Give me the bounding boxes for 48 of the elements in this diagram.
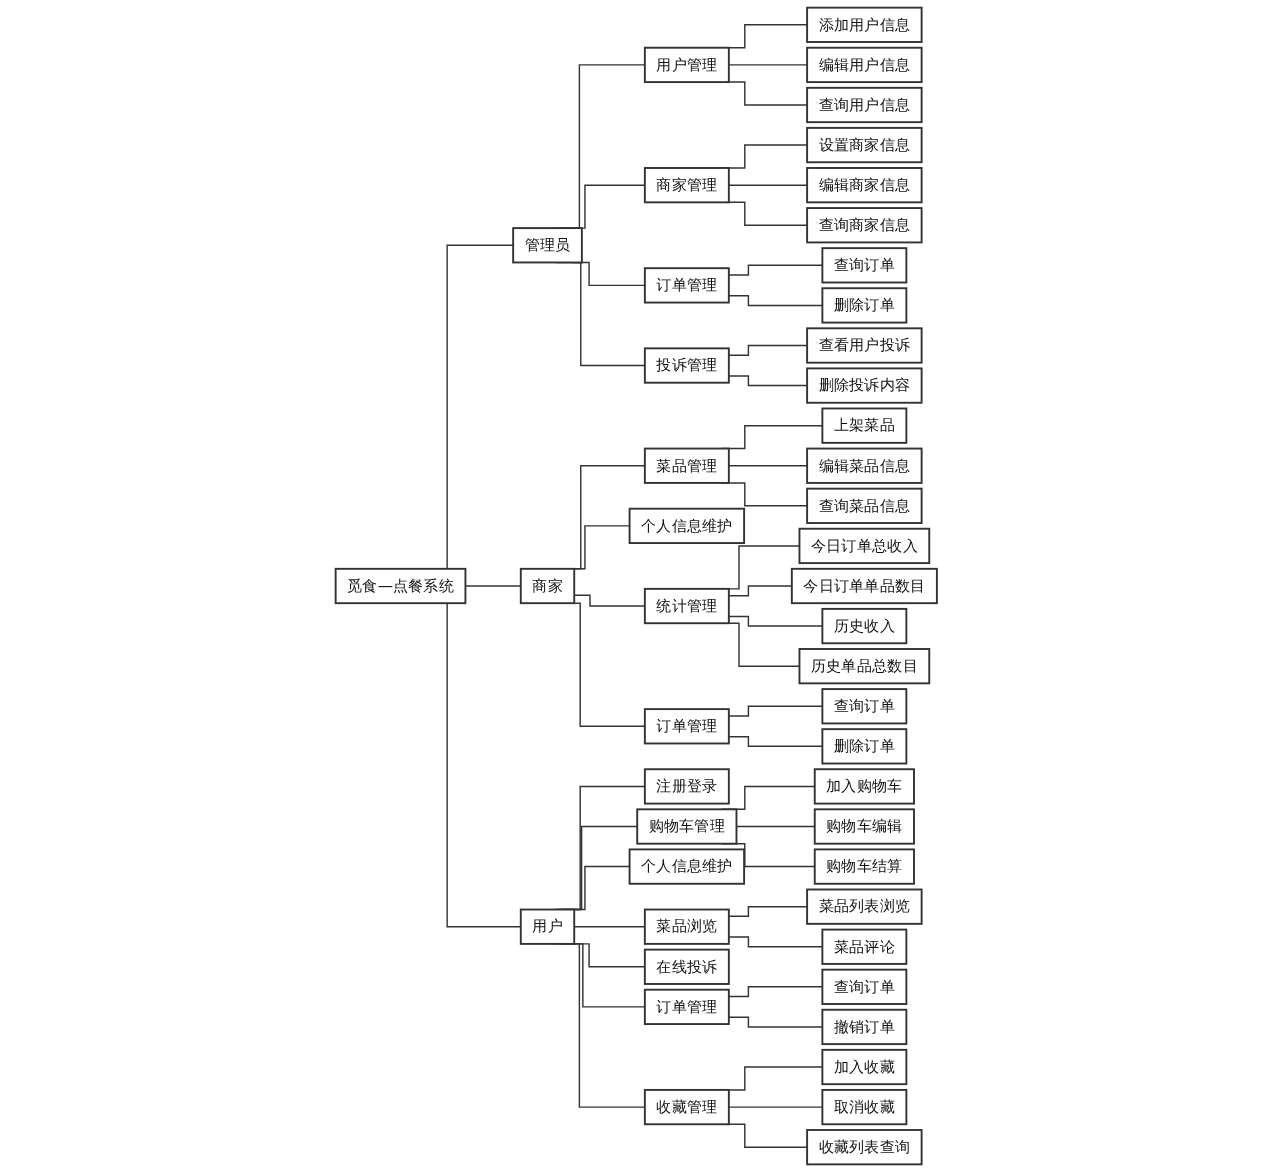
- node-box: 查询订单: [821, 247, 908, 284]
- node-box: 加入收藏: [821, 1048, 908, 1086]
- node-box: 今日订单单品数目: [791, 567, 939, 605]
- node-box: 菜品管理: [644, 447, 731, 484]
- node-box: 统计管理: [644, 587, 731, 625]
- node-box: 注册登录: [644, 768, 731, 805]
- node-box: 订单管理: [644, 988, 731, 1025]
- node-box: 删除投诉内容: [806, 367, 923, 404]
- node-box: 收藏列表查询: [806, 1129, 923, 1166]
- node-box: 查询订单: [821, 688, 908, 725]
- node-box: 历史单品总数目: [798, 648, 931, 685]
- node-box: 查询商家信息: [806, 207, 923, 244]
- node-box: 商家: [520, 567, 576, 605]
- node-box: 编辑用户信息: [806, 46, 923, 84]
- node-box: 用户: [520, 908, 576, 945]
- node-box: 购物车编辑: [814, 808, 916, 845]
- node-box: 用户管理: [644, 46, 731, 84]
- node-box: 撤销订单: [821, 1008, 908, 1046]
- node-box: 个人信息维护: [628, 848, 746, 885]
- node-box: 订单管理: [644, 267, 731, 304]
- node-box: 个人信息维护: [628, 507, 746, 544]
- node-box: 查询订单: [821, 968, 908, 1005]
- node-box: 购物车管理: [636, 808, 738, 845]
- node-box: 编辑商家信息: [806, 167, 923, 204]
- node-box: 购物车结算: [814, 848, 916, 885]
- node-box: 编辑菜品信息: [806, 447, 923, 484]
- node-box: 设置商家信息: [806, 126, 923, 164]
- node-box: 取消收藏: [821, 1088, 908, 1126]
- node-box: 今日订单总收入: [798, 527, 931, 565]
- node-box: 收藏管理: [644, 1088, 731, 1126]
- node-box: 查看用户投诉: [806, 327, 923, 364]
- node-box: 菜品列表浏览: [806, 888, 923, 925]
- node-box: 添加用户信息: [806, 6, 923, 43]
- node-box: 觅食—点餐系统: [334, 567, 467, 605]
- node-box: 投诉管理: [644, 347, 731, 384]
- node-box: 商家管理: [644, 167, 731, 204]
- node-box: 删除订单: [821, 728, 908, 765]
- node-box: 历史收入: [821, 607, 908, 645]
- node-box: 加入购物车: [814, 768, 916, 805]
- node-box: 删除订单: [821, 287, 908, 324]
- node-box: 上架菜品: [821, 407, 908, 444]
- node-box: 查询用户信息: [806, 86, 923, 124]
- node-box: 管理员: [512, 227, 584, 264]
- node-box: 查询菜品信息: [806, 487, 923, 524]
- node-box: 菜品评论: [821, 928, 908, 965]
- node-box: 在线投诉: [644, 948, 731, 985]
- node-box: 订单管理: [644, 708, 731, 745]
- node-box: 菜品浏览: [644, 908, 731, 945]
